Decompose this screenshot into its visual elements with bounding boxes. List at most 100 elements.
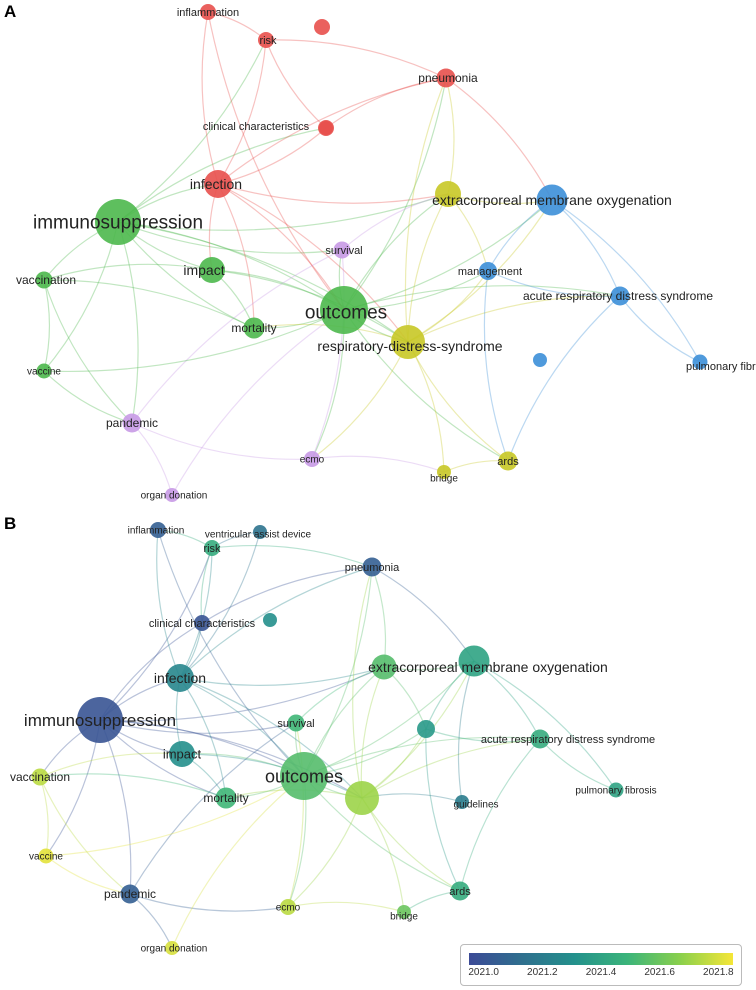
node-a-inflammation[interactable]	[200, 4, 216, 20]
node-a-vaccination[interactable]	[35, 271, 53, 289]
node-a-pulmonary-fibrosis[interactable]	[692, 354, 708, 370]
node-a-vaccine[interactable]	[36, 363, 52, 379]
edge-b	[303, 736, 541, 777]
node-b-immunosuppression[interactable]	[77, 697, 123, 743]
node-a-ards[interactable]	[498, 451, 518, 471]
node-b-risk[interactable]	[204, 540, 220, 556]
nodes-b	[31, 522, 624, 955]
node-b-organ-donation[interactable]	[165, 941, 179, 955]
node-a-rds[interactable]	[391, 325, 425, 359]
label-a-impact: impact	[183, 262, 224, 278]
edge-b	[303, 775, 461, 892]
node-b-rds[interactable]	[345, 781, 379, 815]
edge-a	[117, 221, 343, 254]
edge-a	[487, 270, 621, 297]
node-a-risk[interactable]	[258, 32, 274, 48]
node-b-unlabeled-b1[interactable]	[263, 613, 277, 627]
node-b-bridge[interactable]	[397, 905, 411, 919]
edge-a	[43, 279, 255, 329]
node-b-vad[interactable]	[253, 525, 267, 539]
edge-b	[360, 666, 385, 799]
node-b-management[interactable]	[417, 720, 435, 738]
node-b-outcomes[interactable]	[280, 752, 328, 800]
edge-a	[207, 11, 345, 311]
node-b-blue-main[interactable]	[458, 645, 490, 677]
node-a-unlabeled-3[interactable]	[533, 353, 547, 367]
node-b-pandemic[interactable]	[120, 884, 140, 904]
edge-b	[179, 677, 363, 799]
edge-a	[343, 309, 509, 462]
node-b-ecmo[interactable]	[280, 899, 296, 915]
node-a-ecmo-membrane[interactable]	[435, 181, 461, 207]
edge-b	[200, 547, 213, 624]
node-b-vaccination[interactable]	[31, 768, 49, 786]
node-a-infection[interactable]	[204, 170, 232, 198]
node-a-management[interactable]	[479, 262, 497, 280]
edge-a	[311, 249, 345, 460]
legend-tick-label: 2021.2	[527, 967, 558, 978]
label-b-vaccination: vaccination	[10, 770, 70, 784]
node-b-guidelines[interactable]	[455, 795, 469, 809]
node-a-impact[interactable]	[199, 257, 225, 283]
edge-a	[171, 309, 345, 496]
edge-a	[217, 183, 449, 204]
node-a-pneumonia[interactable]	[436, 68, 456, 88]
node-b-pneumonia[interactable]	[362, 557, 382, 577]
edge-a	[445, 77, 553, 201]
edge-a	[407, 295, 621, 343]
node-b-inflammation[interactable]	[150, 522, 166, 538]
legend-gradient-bar	[469, 953, 733, 965]
node-a-organ-donation[interactable]	[165, 488, 179, 502]
node-a-bridge[interactable]	[437, 465, 451, 479]
edge-a	[217, 77, 447, 185]
node-b-vaccine[interactable]	[38, 848, 54, 864]
node-b-mortality[interactable]	[215, 787, 237, 809]
edge-a	[343, 77, 447, 311]
node-b-clinical[interactable]	[194, 615, 210, 631]
node-b-infection[interactable]	[166, 664, 194, 692]
node-a-blue-main[interactable]	[536, 184, 568, 216]
label-a-risk: risk	[259, 35, 277, 47]
node-a-pandemic[interactable]	[122, 413, 142, 433]
node-a-survival[interactable]	[333, 241, 351, 259]
node-b-pulmonary-fibrosis[interactable]	[608, 782, 624, 798]
label-b-pandemic: pandemic	[104, 887, 156, 901]
node-a-unlabeled-2[interactable]	[319, 121, 333, 135]
node-b-ards-full[interactable]	[530, 729, 550, 749]
edge-b	[99, 719, 305, 777]
label-b-impact: impact	[163, 747, 202, 762]
node-a-immunosuppression[interactable]	[95, 199, 141, 245]
node-b-ards[interactable]	[450, 881, 470, 901]
legend-tick-label: 2021.6	[644, 967, 675, 978]
edge-a	[407, 341, 509, 462]
node-a-mortality[interactable]	[243, 317, 265, 339]
label-b-pulmonary-fibrosis: pulmonary fibrosis	[575, 786, 656, 797]
label-a-mortality: mortality	[231, 321, 276, 335]
node-a-ards-full[interactable]	[610, 286, 630, 306]
edge-b	[287, 901, 405, 913]
node-a-outcomes[interactable]	[320, 286, 368, 334]
node-a-ecmo[interactable]	[304, 451, 320, 467]
edge-a	[117, 193, 449, 231]
node-b-survival[interactable]	[287, 714, 305, 732]
edge-b	[425, 728, 541, 743]
edge-a	[343, 199, 553, 311]
label-a-management: management	[458, 266, 522, 278]
label-a-inflammation: inflammation	[177, 7, 239, 19]
label-a-survival: survival	[325, 245, 362, 257]
edge-a	[217, 183, 255, 329]
edge-b	[201, 566, 373, 624]
node-a-unlabeled-1[interactable]	[314, 19, 330, 35]
edge-a	[551, 199, 701, 363]
edge-a	[117, 221, 139, 424]
edge-b	[99, 547, 213, 721]
node-b-impact[interactable]	[169, 741, 195, 767]
label-a-vaccine: vaccine	[27, 367, 61, 378]
edge-b	[99, 719, 363, 799]
node-b-ecmo-membrane[interactable]	[371, 654, 397, 680]
edge-b	[179, 666, 385, 686]
edge-b	[371, 566, 387, 668]
edge-b	[457, 660, 475, 803]
